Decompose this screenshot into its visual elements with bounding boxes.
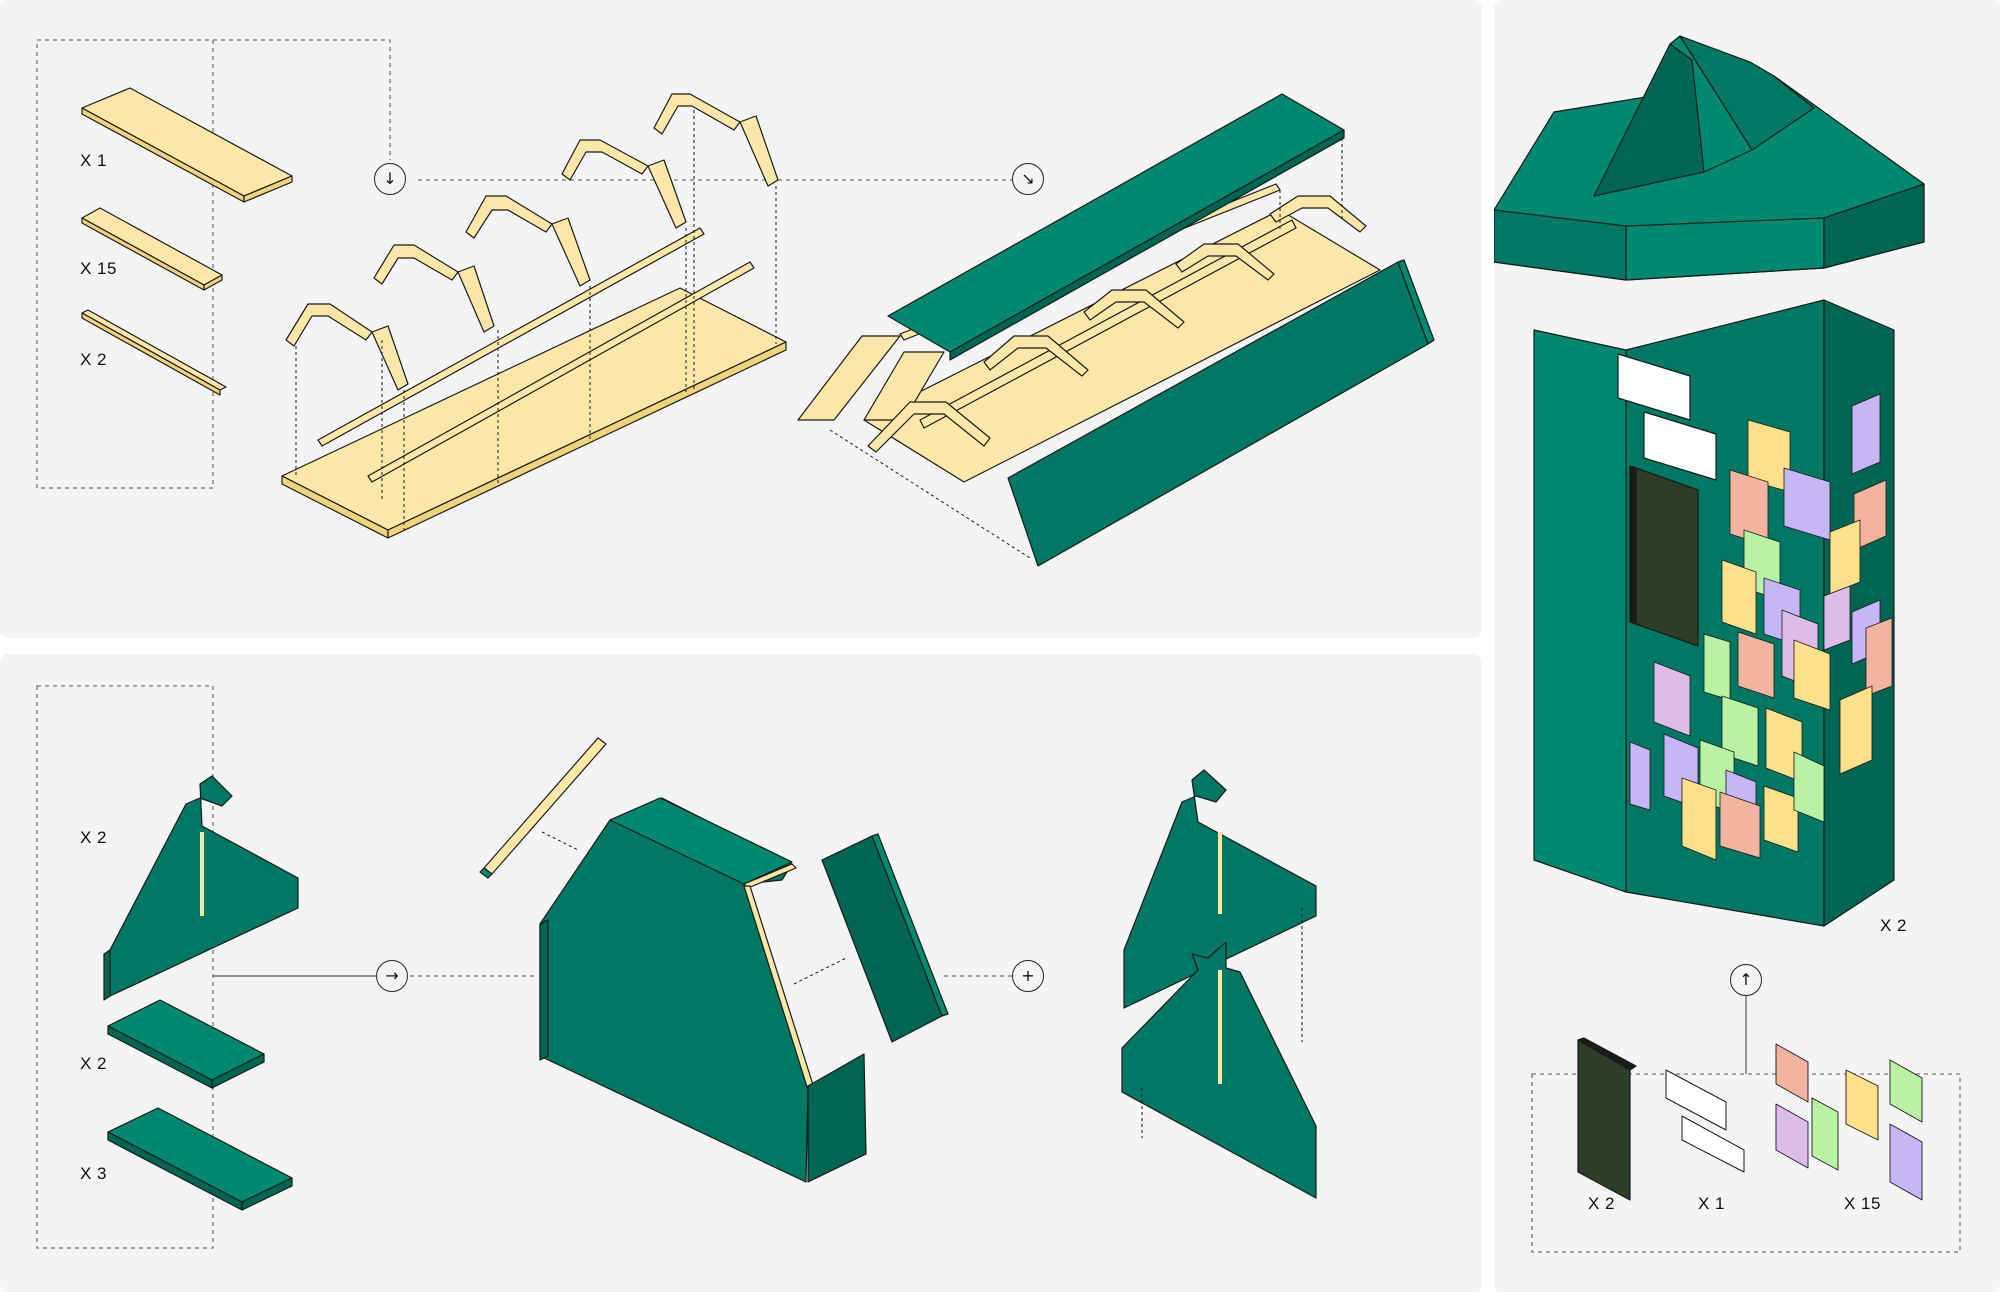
- part-qty-label: X 1: [80, 151, 108, 170]
- floating-plank: [479, 737, 607, 879]
- gable-assembly-drawing: [36, 685, 1317, 1249]
- part-qty-label: X 15: [1844, 1194, 1881, 1213]
- poster-cards-part: [1775, 1043, 1923, 1201]
- gable-panel-icon: [103, 775, 299, 1001]
- parts-list-frame: [36, 685, 214, 1249]
- roof-rafters: [867, 195, 1367, 453]
- part-qty-label: X 2: [80, 1054, 108, 1073]
- part-qty-label: X 3: [80, 1164, 108, 1183]
- rafter-plank-icon: [81, 207, 223, 291]
- gable-assembly: [539, 797, 867, 1183]
- part-qty-label: X 1: [1698, 1194, 1726, 1213]
- floor-plank-icon: [81, 87, 293, 203]
- roof-top-board: [887, 93, 1345, 361]
- side-board: [821, 833, 949, 1043]
- part-qty-label: X 2: [1588, 1194, 1616, 1213]
- kiosk-parts-frame: [1531, 1073, 1961, 1253]
- kiosk-drawing: [1494, 35, 1961, 1253]
- arrow-up-icon: ↑: [1730, 964, 1762, 996]
- sign-plates-part: [1665, 1069, 1745, 1173]
- part-qty-label: X 2: [80, 350, 108, 369]
- chalkboard-icon: [1629, 465, 1699, 647]
- roof-side-board: [1007, 259, 1435, 567]
- wide-plate-icon: [107, 999, 265, 1089]
- arrow-down-right-icon: ↘: [1012, 163, 1044, 195]
- rafters: [285, 93, 779, 391]
- battens: [317, 227, 755, 483]
- long-plate-icon: [107, 1107, 293, 1211]
- chalkboard-part: [1577, 1037, 1637, 1201]
- frame-assembly-panel: X 1 X 15 X 2 ↓ ↘: [0, 0, 1482, 638]
- poster-cards-icon: [1629, 393, 1893, 861]
- arrow-down-icon: ↓: [374, 163, 406, 195]
- parts-list-frame: [36, 39, 214, 489]
- batten-icon: [81, 309, 227, 396]
- plus-icon: +: [1012, 960, 1044, 992]
- frame-assembly-drawing: [36, 39, 1435, 567]
- kiosk-qty-label: X 2: [1880, 916, 1908, 935]
- gable-panel-upper: [1123, 769, 1317, 1009]
- kiosk-panel: X 2 ↑ X 2 X 1 X 15: [1494, 0, 2000, 1292]
- part-qty-label: X 2: [80, 828, 108, 847]
- gable-panel-lower: [1121, 941, 1317, 1199]
- sign-plates-icon: [1617, 353, 1717, 481]
- arrow-right-icon: →: [376, 960, 408, 992]
- part-qty-label: X 15: [80, 259, 117, 278]
- gable-assembly-panel: X 2 X 2 X 3 → +: [0, 654, 1482, 1292]
